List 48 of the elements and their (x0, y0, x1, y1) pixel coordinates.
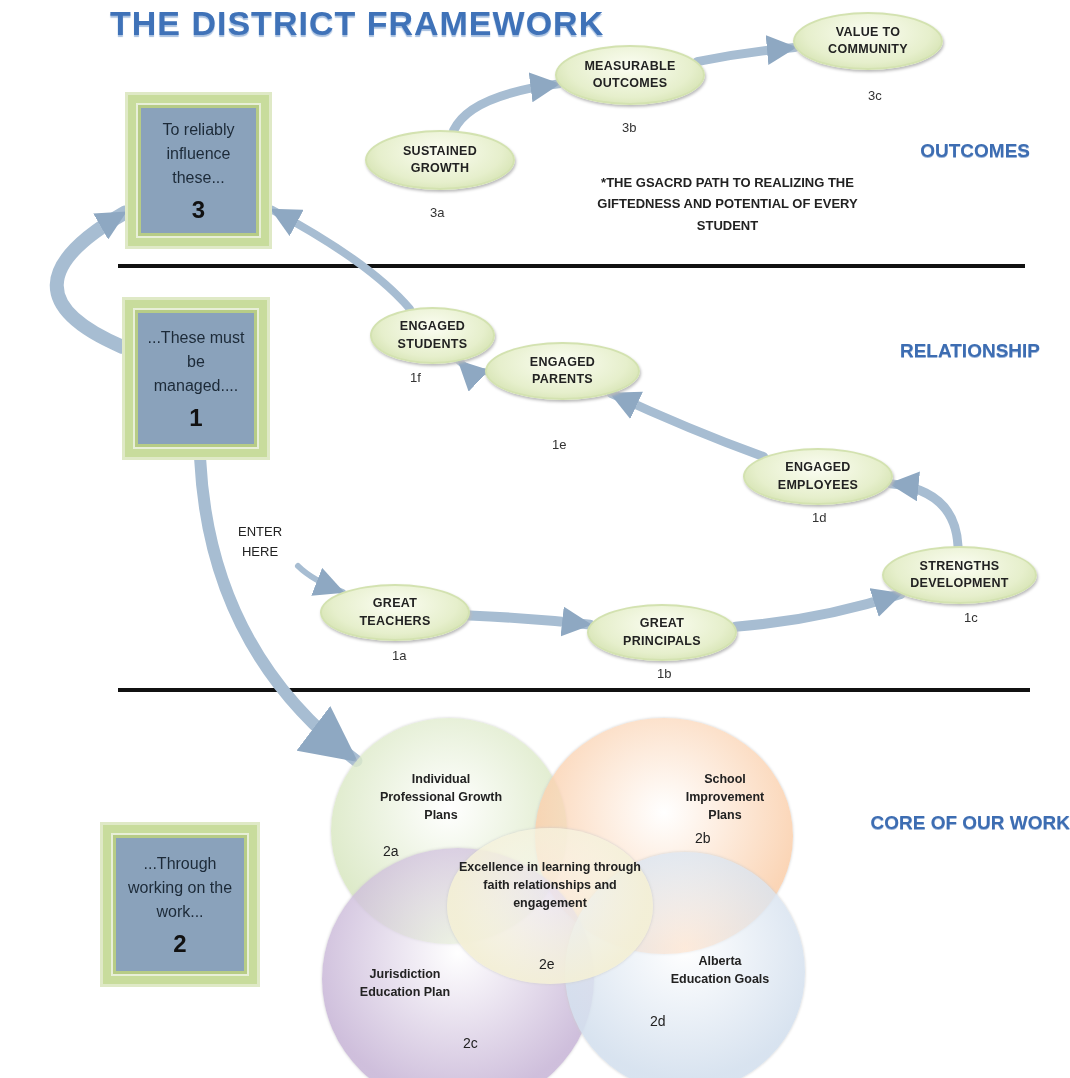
box-text: ...Through working on the work... (126, 853, 234, 922)
circle-label: School Improvement Plans (684, 771, 766, 825)
arrow (295, 563, 346, 596)
section-heading: CORE OF OUR WORK (869, 812, 1070, 834)
note-text: *THE GSACRD PATH TO REALIZING THE GIFTEDNESS AND POTENTIAL OF EVERY STUDENT (596, 174, 859, 235)
oval-node (485, 342, 640, 400)
box-text: ...These must be managed.... (146, 327, 246, 396)
step-code: 2b (695, 830, 711, 846)
node-label: VALUE TO COMMUNITY (827, 23, 909, 58)
step-box (100, 822, 260, 987)
step-code: 3b (622, 120, 637, 135)
title: THE DISTRICT FRAMEWORK (110, 4, 605, 43)
circle-label: Individual Professional Growth Plans (378, 771, 504, 825)
node-label: GREAT TEACHERS (358, 595, 432, 630)
section-heading: OUTCOMES (919, 140, 1030, 162)
arrow (606, 389, 769, 462)
step-code: 1a (392, 648, 407, 663)
node-label: SUSTAINED GROWTH (402, 142, 478, 177)
step-code: 3a (430, 205, 445, 220)
step-number: 3 (191, 195, 206, 224)
step-code: 1f (410, 370, 421, 385)
node-label: STRENGTHS DEVELOPMENT (909, 557, 1010, 592)
step-code: 1b (657, 666, 672, 681)
oval-node (370, 307, 495, 364)
node-label: ENGAGED EMPLOYEES (776, 459, 860, 494)
circle-label: Alberta Education Goals (670, 953, 770, 989)
circle-label: Jurisdiction Education Plan (358, 966, 452, 1002)
step-code: 2a (383, 843, 399, 859)
step-number: 2 (173, 929, 187, 958)
step-code: 2e (539, 956, 555, 972)
step-code: 1d (812, 510, 827, 525)
box-text: To reliably influence these... (161, 119, 236, 188)
arrow (730, 587, 906, 632)
step-box (125, 92, 272, 249)
circle-label: Excellence in learning through faith relationships and engagement (458, 859, 642, 913)
section-heading: RELATIONSHIP (898, 340, 1040, 362)
node-label: GREAT PRINCIPALS (622, 615, 702, 650)
node-label: ENGAGED PARENTS (528, 353, 597, 388)
step-code: 1c (964, 610, 978, 625)
step-code: 2d (650, 1013, 666, 1029)
step-code: 2c (463, 1035, 478, 1051)
step-code: 3c (868, 88, 882, 103)
step-number: 1 (189, 403, 203, 432)
step-code: 1e (552, 437, 567, 452)
node-label: ENGAGED STUDENTS (396, 318, 469, 353)
node-label: MEASURABLE OUTCOMES (583, 57, 677, 92)
step-box (122, 297, 270, 460)
entry-label: ENTER HERE (236, 523, 284, 561)
